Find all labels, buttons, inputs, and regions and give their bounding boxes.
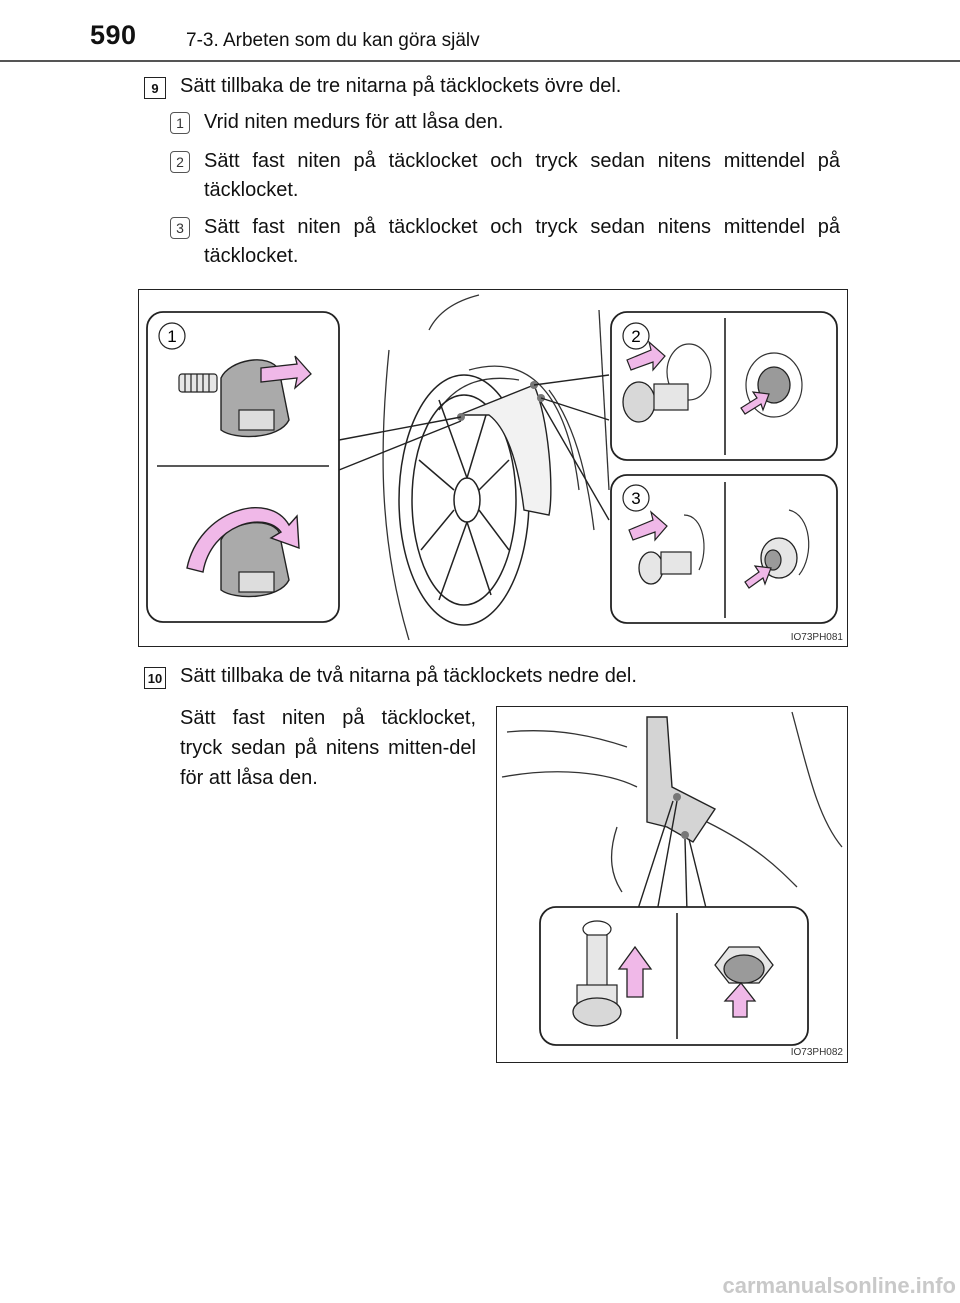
- step-10-title: Sätt tillbaka de två nitarna på täcklock…: [180, 665, 637, 687]
- callout-2: 2: [631, 327, 640, 346]
- figure-rivets-lower: IO73PH082: [496, 706, 848, 1063]
- step-badge-9: 9: [144, 77, 166, 99]
- footer-watermark: carmanualsonline.info: [722, 1273, 957, 1298]
- substep-badge-3: 3: [170, 217, 190, 239]
- callout-3: 3: [631, 489, 640, 508]
- step-badge-10: 10: [144, 667, 166, 689]
- substep-3-text: Sätt fast niten på täcklocket och tryck …: [204, 216, 840, 267]
- step-9-title: Sätt tillbaka de tre nitarna på täcklock…: [180, 75, 622, 97]
- page-number: 590: [90, 20, 137, 50]
- substep-1-text: Vrid niten medurs för att låsa den.: [204, 111, 504, 133]
- substep-badge-1: 1: [170, 112, 190, 134]
- figure-code-2: IO73PH082: [791, 1047, 844, 1058]
- figure-code-1: IO73PH081: [791, 632, 844, 643]
- substep-badge-2: 2: [170, 151, 190, 173]
- substep-2-text: Sätt fast niten på täcklocket och tryck …: [204, 150, 840, 201]
- section-title: 7-3. Arbeten som du kan göra själv: [186, 30, 480, 51]
- figure-rivets-lower-drawing: IO73PH082: [501, 711, 844, 1058]
- header-rule: [0, 60, 960, 62]
- step-10-body: Sätt fast niten på täcklocket, tryck sed…: [180, 707, 476, 789]
- figure-rivets-upper-drawing: 1 2 3: [146, 294, 844, 643]
- callout-1: 1: [167, 327, 176, 346]
- figure-rivets-upper: 1 2 3: [138, 289, 848, 647]
